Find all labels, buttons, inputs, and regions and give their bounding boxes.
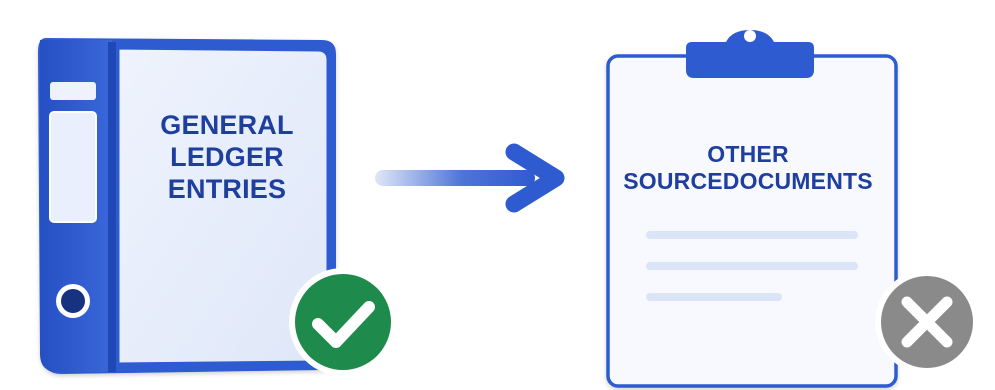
x-icon	[875, 270, 979, 374]
check-icon	[289, 268, 397, 376]
clipboard-icon	[606, 30, 898, 388]
ledger-title: GENERAL LEDGER ENTRIES	[132, 110, 322, 206]
ledger-title-line-3: ENTRIES	[167, 173, 287, 204]
arrow-right-icon	[375, 143, 565, 213]
source-title-line-1: OTHER	[707, 141, 789, 167]
ledger-title-line-1: GENERAL	[160, 110, 294, 140]
source-documents-title: OTHER SOURCEDOCUMENTS	[608, 141, 888, 195]
ledger-title-line-2: LEDGER	[170, 141, 284, 172]
source-title-line-2: SOURCEDOCUMENTS	[623, 168, 873, 195]
